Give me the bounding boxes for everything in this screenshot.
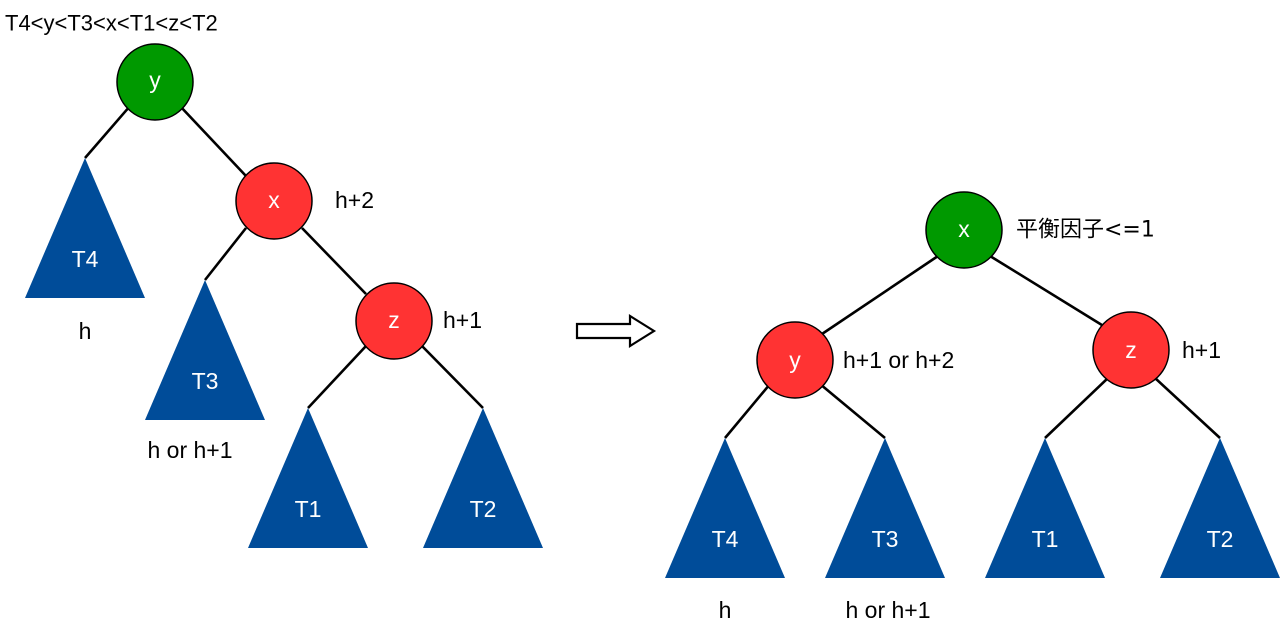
balance-factor-label: 平衡因子<=1: [1016, 218, 1155, 243]
node-x: x: [235, 162, 313, 240]
subtree-t4: T4: [665, 438, 785, 578]
height-t4-label: h: [79, 318, 92, 344]
edge-y-t4: [84, 105, 131, 159]
edge-y-x: [179, 105, 247, 177]
height-y-label: h+1 or h+2: [843, 347, 954, 373]
height-t3-label: h or h+1: [147, 437, 232, 463]
node-y: y: [116, 43, 194, 121]
subtree-t2-label: T2: [470, 496, 497, 522]
subtree-t3-label: T3: [192, 368, 219, 394]
edge-z-t2: [421, 345, 484, 409]
subtree-t3-label: T3: [872, 526, 899, 552]
subtree-t3: T3: [825, 438, 945, 578]
edge-y-t4: [724, 383, 771, 439]
node-x-label: x: [958, 216, 970, 242]
edge-x-z: [301, 227, 367, 295]
height-t3-label: h or h+1: [845, 597, 930, 623]
subtree-t4-label: T4: [712, 526, 739, 552]
subtree-t2: T2: [423, 408, 543, 548]
subtree-t1: T1: [985, 438, 1105, 578]
node-z: z: [355, 282, 433, 360]
edge-z-t1: [1044, 377, 1109, 439]
height-z-label: h+1: [443, 307, 482, 333]
subtree-t1-label: T1: [295, 496, 322, 522]
double-arrow-right-icon: [575, 314, 657, 348]
node-x: x: [925, 191, 1003, 269]
height-t4-label: h: [719, 597, 732, 623]
subtree-t1-label: T1: [1032, 526, 1059, 552]
subtree-t3: T3: [145, 280, 265, 420]
edge-y-t3: [819, 383, 886, 439]
node-z: z: [1092, 311, 1170, 389]
node-y-label: y: [149, 67, 161, 93]
subtree-t2-label: T2: [1207, 526, 1234, 552]
tree-after: T4 T3 T1 T2 x y z 平衡因子<=1 h+1 or h+2: [665, 191, 1280, 623]
height-z-label: h+1: [1182, 337, 1221, 363]
edge-x-z: [989, 254, 1111, 332]
node-z-label: z: [1125, 337, 1137, 363]
subtree-t4-label: T4: [72, 246, 99, 272]
edge-z-t2: [1154, 377, 1221, 439]
edge-x-t3: [203, 227, 248, 281]
edge-z-t1: [307, 345, 367, 409]
height-x-label: h+2: [335, 187, 374, 213]
tree-before: T4 T3 T1 T2 y x z h+2 h+1 h h: [25, 43, 543, 548]
ordering-caption: T4<y<T3<x<T1<z<T2: [5, 11, 218, 36]
node-y: y: [756, 321, 834, 399]
subtree-t4: T4: [25, 158, 145, 298]
node-z-label: z: [388, 307, 400, 333]
edge-x-y: [815, 254, 939, 340]
node-x-label: x: [268, 187, 280, 213]
node-y-label: y: [789, 347, 801, 373]
subtree-t2: T2: [1160, 438, 1280, 578]
subtree-t1: T1: [248, 408, 368, 548]
